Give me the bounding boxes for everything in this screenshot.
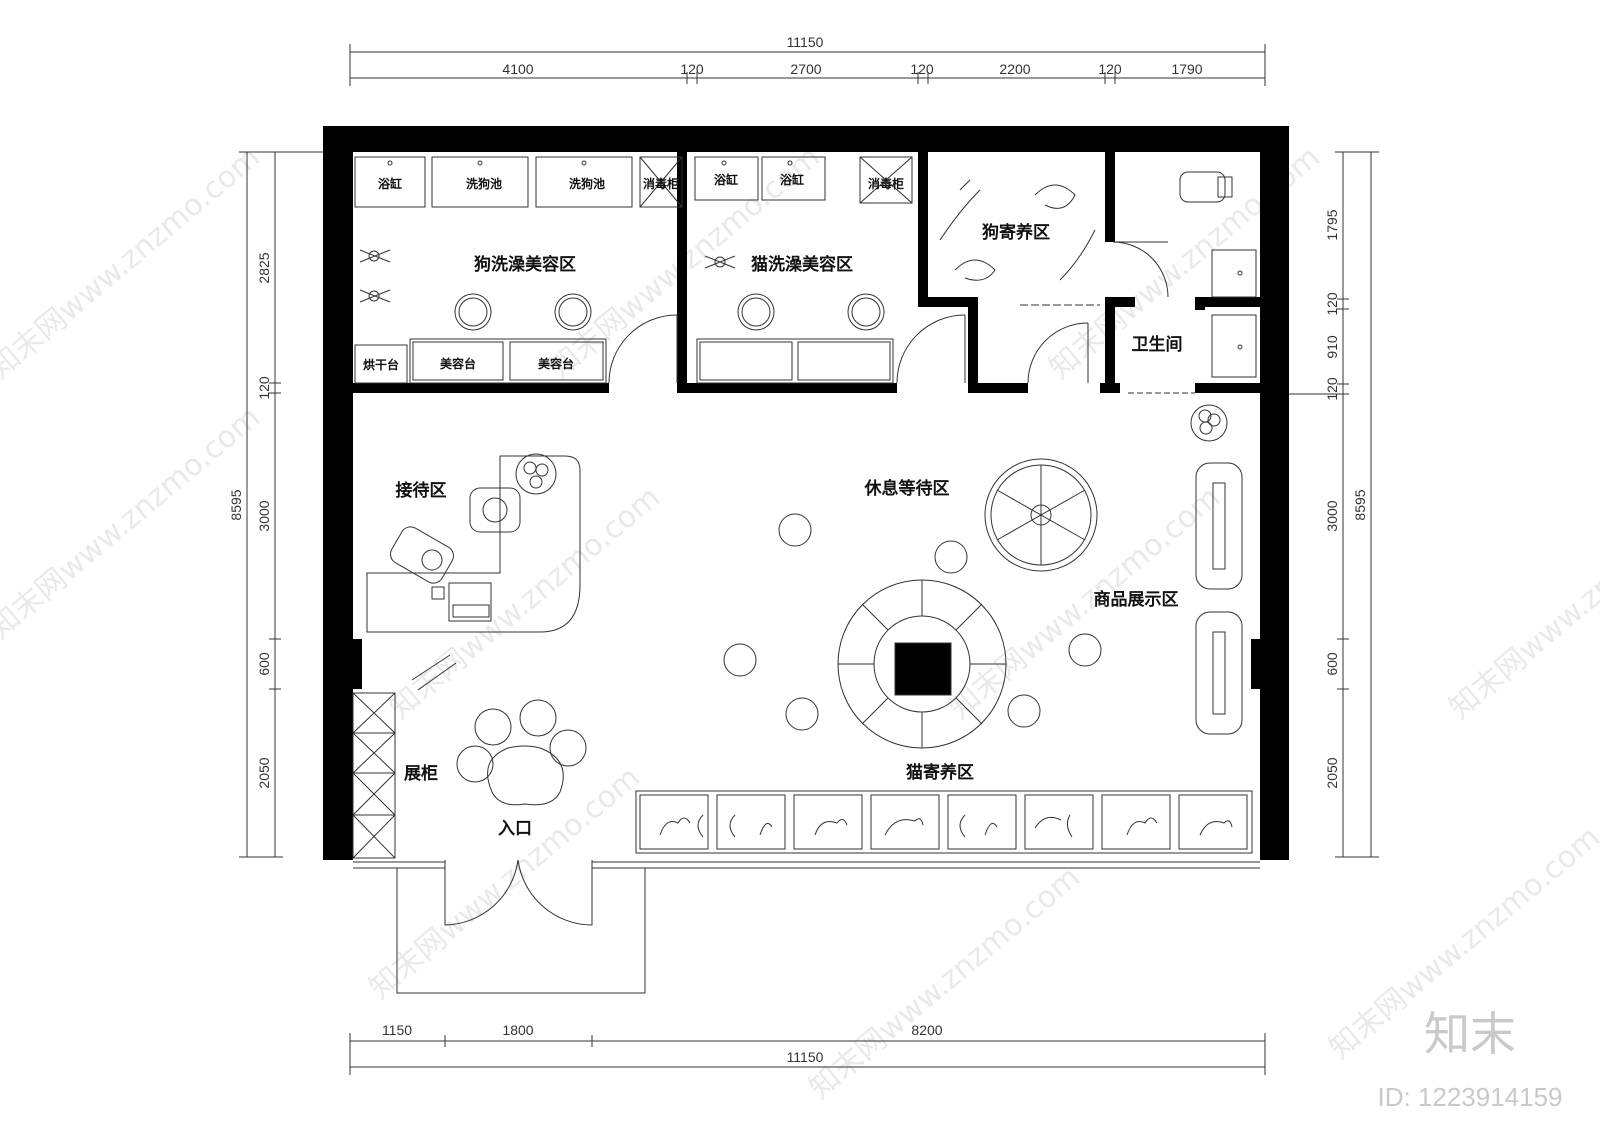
fixture-label-disinfect-cabinet: 消毒柜 xyxy=(643,176,679,191)
fixture-label-bathtub: 浴缸 xyxy=(780,172,804,187)
room-label-dog-grooming: 狗洗澡美容区 xyxy=(474,254,576,275)
dim-top-total: 11150 xyxy=(787,34,824,50)
fixture-label-disinfect-cabinet: 消毒柜 xyxy=(868,176,904,191)
dim-left-seg: 2825 xyxy=(256,252,272,283)
furniture xyxy=(352,156,1257,859)
fixture-label-grooming-table: 美容台 xyxy=(440,356,476,371)
dim-left-seg: 3000 xyxy=(256,500,272,531)
room-label-cat-grooming: 猫洗澡美容区 xyxy=(751,254,853,275)
watermark: 知末网www.znzmo.com xyxy=(1443,480,1600,726)
dim-right-seg: 120 xyxy=(1324,292,1340,316)
fixture-label-grooming-table: 美容台 xyxy=(538,356,574,371)
fixture-label-dryer-table: 烘干台 xyxy=(363,357,399,372)
room-label-product-display: 商品展示区 xyxy=(1094,589,1179,610)
room-label-reception: 接待区 xyxy=(396,480,447,501)
dim-bottom-seg: 1150 xyxy=(382,1022,412,1038)
dim-left-total: 8595 xyxy=(228,489,244,520)
dim-top-seg: 120 xyxy=(1098,61,1122,77)
dim-top-seg: 2200 xyxy=(999,61,1030,77)
dim-top-seg: 120 xyxy=(910,61,934,77)
dim-right-seg: 1795 xyxy=(1324,209,1340,240)
fixture-labels: 浴缸 洗狗池 洗狗池 消毒柜 浴缸 浴缸 消毒柜 烘干台 美容台 美容台 xyxy=(363,172,904,372)
dimension-lines xyxy=(239,44,1379,1075)
room-label-entrance: 入口 xyxy=(498,819,532,839)
watermark: 知末网www.znzmo.com xyxy=(803,860,1087,1106)
watermark: 知末网www.znzmo.com xyxy=(363,760,647,1006)
dim-bottom-total: 11150 xyxy=(787,1049,824,1065)
dim-right-seg: 3000 xyxy=(1324,500,1340,531)
dim-right-seg: 2050 xyxy=(1324,757,1340,788)
dim-left-seg: 120 xyxy=(256,376,272,400)
fixture-label-bathtub: 浴缸 xyxy=(378,176,402,191)
watermark: 知末网www.znzmo.com xyxy=(0,400,267,646)
doors xyxy=(353,241,1260,994)
walls xyxy=(323,126,1289,860)
room-label-lounge: 休息等待区 xyxy=(864,478,950,499)
dim-left-seg: 2050 xyxy=(256,757,272,788)
watermark: 知末网www.znzmo.com xyxy=(383,480,667,726)
room-label-restroom: 卫生间 xyxy=(1132,334,1183,355)
dim-top-seg: 120 xyxy=(680,61,704,77)
watermark-layer: 知末网www.znzmo.com 知末网www.znzmo.com 知末网www… xyxy=(0,140,1600,1106)
dim-bottom-seg: 8200 xyxy=(911,1022,942,1038)
room-labels: 狗洗澡美容区 猫洗澡美容区 狗寄养区 卫生间 接待区 休息等待区 商品展示区 展… xyxy=(396,222,1183,839)
brand-mark: 知末 xyxy=(1424,1007,1516,1061)
dim-right-seg: 600 xyxy=(1324,652,1340,676)
dim-bottom-seg: 1800 xyxy=(502,1022,533,1038)
dim-top-seg: 2700 xyxy=(790,61,821,77)
dim-top-seg: 1790 xyxy=(1171,61,1202,77)
fixture-label-dog-wash-pool: 洗狗池 xyxy=(466,176,502,191)
branding: 知末 ID: 1223914159 xyxy=(1377,1007,1562,1112)
dim-right-seg: 120 xyxy=(1324,377,1340,401)
watermark: 知末网www.znzmo.com xyxy=(0,140,267,386)
room-label-display-cabinet: 展柜 xyxy=(404,763,438,784)
room-label-dog-boarding: 狗寄养区 xyxy=(982,222,1050,243)
image-id: ID: 1223914159 xyxy=(1377,1082,1562,1112)
dimension-labels: 11150 4100 120 2700 120 2200 120 1790 11… xyxy=(228,34,1368,1065)
fixture-label-dog-wash-pool: 洗狗池 xyxy=(569,176,605,191)
dim-left-seg: 600 xyxy=(256,652,272,676)
dim-right-seg: 910 xyxy=(1324,335,1340,359)
room-label-cat-boarding: 猫寄养区 xyxy=(906,762,974,783)
fixture-label-bathtub: 浴缸 xyxy=(714,172,738,187)
dim-right-total: 8595 xyxy=(1352,489,1368,520)
dim-top-seg: 4100 xyxy=(502,61,533,77)
